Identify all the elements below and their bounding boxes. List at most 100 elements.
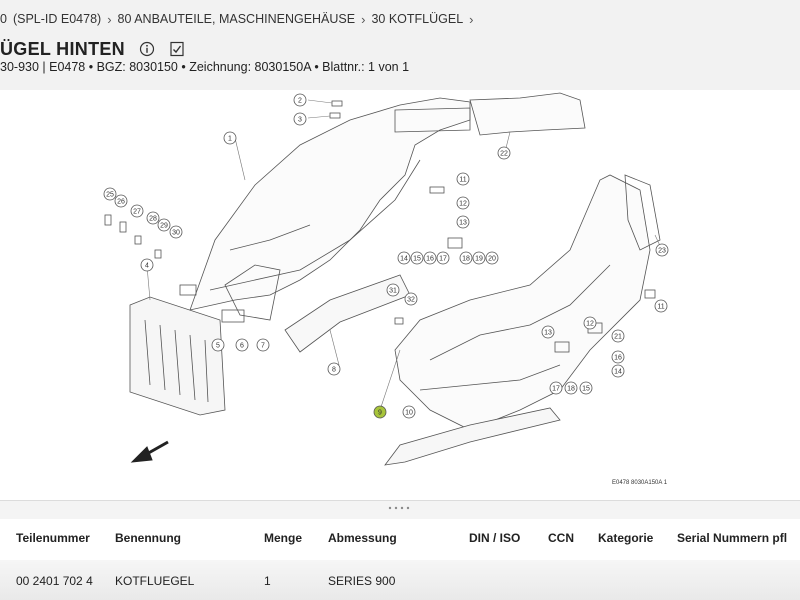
direction-arrow — [130, 440, 169, 463]
callout-2[interactable]: 2 — [293, 93, 307, 107]
table-row[interactable]: 00 2401 702 4 KOTFLUEGEL 1 SERIES 900 — [0, 560, 800, 600]
svg-text:27: 27 — [133, 209, 141, 216]
callout-17-b[interactable]: 17 — [549, 381, 563, 395]
callout-29[interactable]: 29 — [157, 218, 171, 232]
callout-13[interactable]: 13 — [456, 215, 470, 229]
column-header-benennung[interactable]: Benennung — [115, 531, 181, 545]
callout-14-b[interactable]: 14 — [611, 364, 625, 378]
svg-text:4: 4 — [145, 263, 149, 270]
breadcrumb-item-spl-id[interactable]: (SPL-ID E0478) — [12, 12, 102, 26]
svg-text:21: 21 — [614, 334, 622, 341]
svg-text:28: 28 — [149, 216, 157, 223]
breadcrumb: 0 › (SPL-ID E0478) › 80 ANBAUTEILE, MASC… — [0, 10, 474, 28]
checklist-icon[interactable] — [169, 41, 185, 57]
callout-26[interactable]: 26 — [114, 194, 128, 208]
svg-text:17: 17 — [552, 386, 560, 393]
callout-11[interactable]: 11 — [456, 172, 470, 186]
column-header-din-iso[interactable]: DIN / ISO — [469, 531, 521, 545]
title-row: ÜGEL HINTEN — [0, 36, 185, 62]
svg-text:10: 10 — [405, 410, 413, 417]
callout-31[interactable]: 31 — [386, 283, 400, 297]
svg-text:25: 25 — [106, 192, 114, 199]
callout-22[interactable]: 22 — [497, 146, 511, 160]
drag-handle-icon[interactable] — [388, 506, 410, 510]
column-header-abmessung[interactable]: Abmessung — [328, 531, 397, 545]
callout-1[interactable]: 1 — [223, 131, 237, 145]
svg-text:14: 14 — [614, 369, 622, 376]
callout-32[interactable]: 32 — [404, 292, 418, 306]
callout-23[interactable]: 23 — [655, 243, 669, 257]
callout-19[interactable]: 19 — [472, 251, 486, 265]
callout-25[interactable]: 25 — [103, 187, 117, 201]
column-header-ccn[interactable]: CCN — [548, 531, 574, 545]
svg-text:8: 8 — [332, 367, 336, 374]
callout-9[interactable]: 9 — [373, 405, 387, 419]
svg-text:29: 29 — [160, 223, 168, 230]
parts-diagram[interactable]: 1 2 3 4 5 6 7 8 9 10 11 12 13 14 15 16 1… — [0, 90, 800, 500]
svg-text:16: 16 — [426, 256, 434, 263]
callout-17[interactable]: 17 — [436, 251, 450, 265]
column-header-menge[interactable]: Menge — [264, 531, 303, 545]
callout-4[interactable]: 4 — [140, 258, 154, 272]
drawing-info: 30-930 | E0478 • BGZ: 8030150 • Zeichnun… — [0, 60, 410, 74]
drawing-id: E0478 8030A150A 1 — [612, 480, 668, 486]
callout-12[interactable]: 12 — [456, 196, 470, 210]
breadcrumb-item-anbauteile[interactable]: 80 ANBAUTEILE, MASCHINENGEHÄUSE — [117, 12, 356, 26]
svg-text:12: 12 — [459, 201, 467, 208]
breadcrumb-item-kotfluegel[interactable]: 30 KOTFLÜGEL — [371, 12, 464, 26]
svg-text:13: 13 — [459, 220, 467, 227]
callout-18[interactable]: 18 — [459, 251, 473, 265]
callout-20[interactable]: 20 — [485, 251, 499, 265]
cell-abmessung: SERIES 900 — [328, 574, 396, 588]
svg-text:15: 15 — [413, 256, 421, 263]
breadcrumb-item-root[interactable]: 0 — [0, 12, 7, 26]
callout-27[interactable]: 27 — [130, 204, 144, 218]
svg-text:22: 22 — [500, 151, 508, 158]
svg-text:14: 14 — [400, 256, 408, 263]
svg-text:2: 2 — [298, 98, 302, 105]
breadcrumb-separator: › — [469, 11, 474, 27]
callout-15[interactable]: 15 — [410, 251, 424, 265]
breadcrumb-separator: › — [107, 11, 112, 27]
column-header-serial-nummern[interactable]: Serial Nummern pfl — [677, 531, 788, 545]
svg-text:1: 1 — [228, 136, 232, 143]
callout-13-b[interactable]: 13 — [541, 325, 555, 339]
column-header-teilenummer[interactable]: Teilenummer — [16, 531, 90, 545]
callout-16[interactable]: 16 — [423, 251, 437, 265]
svg-text:16: 16 — [614, 355, 622, 362]
cell-teilenummer: 00 2401 702 4 — [16, 574, 93, 588]
callout-5[interactable]: 5 — [211, 338, 225, 352]
svg-text:18: 18 — [567, 386, 575, 393]
panel-splitter[interactable] — [0, 500, 800, 520]
svg-text:32: 32 — [407, 297, 415, 304]
column-header-kategorie[interactable]: Kategorie — [598, 531, 654, 545]
page-header: 0 › (SPL-ID E0478) › 80 ANBAUTEILE, MASC… — [0, 0, 800, 90]
callout-6[interactable]: 6 — [235, 338, 249, 352]
lower-strip-shape — [384, 407, 561, 466]
svg-text:9: 9 — [378, 410, 382, 417]
mud-flap-shape — [129, 296, 226, 416]
svg-text:23: 23 — [658, 248, 666, 255]
info-icon[interactable] — [139, 41, 155, 57]
callout-14[interactable]: 14 — [397, 251, 411, 265]
callout-8[interactable]: 8 — [327, 362, 341, 376]
callout-16-b[interactable]: 16 — [611, 350, 625, 364]
callout-15-b[interactable]: 15 — [579, 381, 593, 395]
fender-upper-shape — [189, 97, 471, 311]
callout-21[interactable]: 21 — [611, 329, 625, 343]
callout-7[interactable]: 7 — [256, 338, 270, 352]
callout-28[interactable]: 28 — [146, 211, 160, 225]
callout-18-b[interactable]: 18 — [564, 381, 578, 395]
callout-11-b[interactable]: 11 — [654, 299, 668, 313]
breadcrumb-separator: › — [361, 11, 366, 27]
fender-lower-shape — [394, 174, 651, 431]
svg-text:20: 20 — [488, 256, 496, 263]
svg-text:26: 26 — [117, 199, 125, 206]
svg-text:7: 7 — [261, 343, 265, 350]
svg-text:19: 19 — [475, 256, 483, 263]
callout-12-b[interactable]: 12 — [583, 316, 597, 330]
callout-30[interactable]: 30 — [169, 225, 183, 239]
rear-top-panel-shape — [469, 92, 586, 136]
callout-3[interactable]: 3 — [293, 112, 307, 126]
callout-10[interactable]: 10 — [402, 405, 416, 419]
